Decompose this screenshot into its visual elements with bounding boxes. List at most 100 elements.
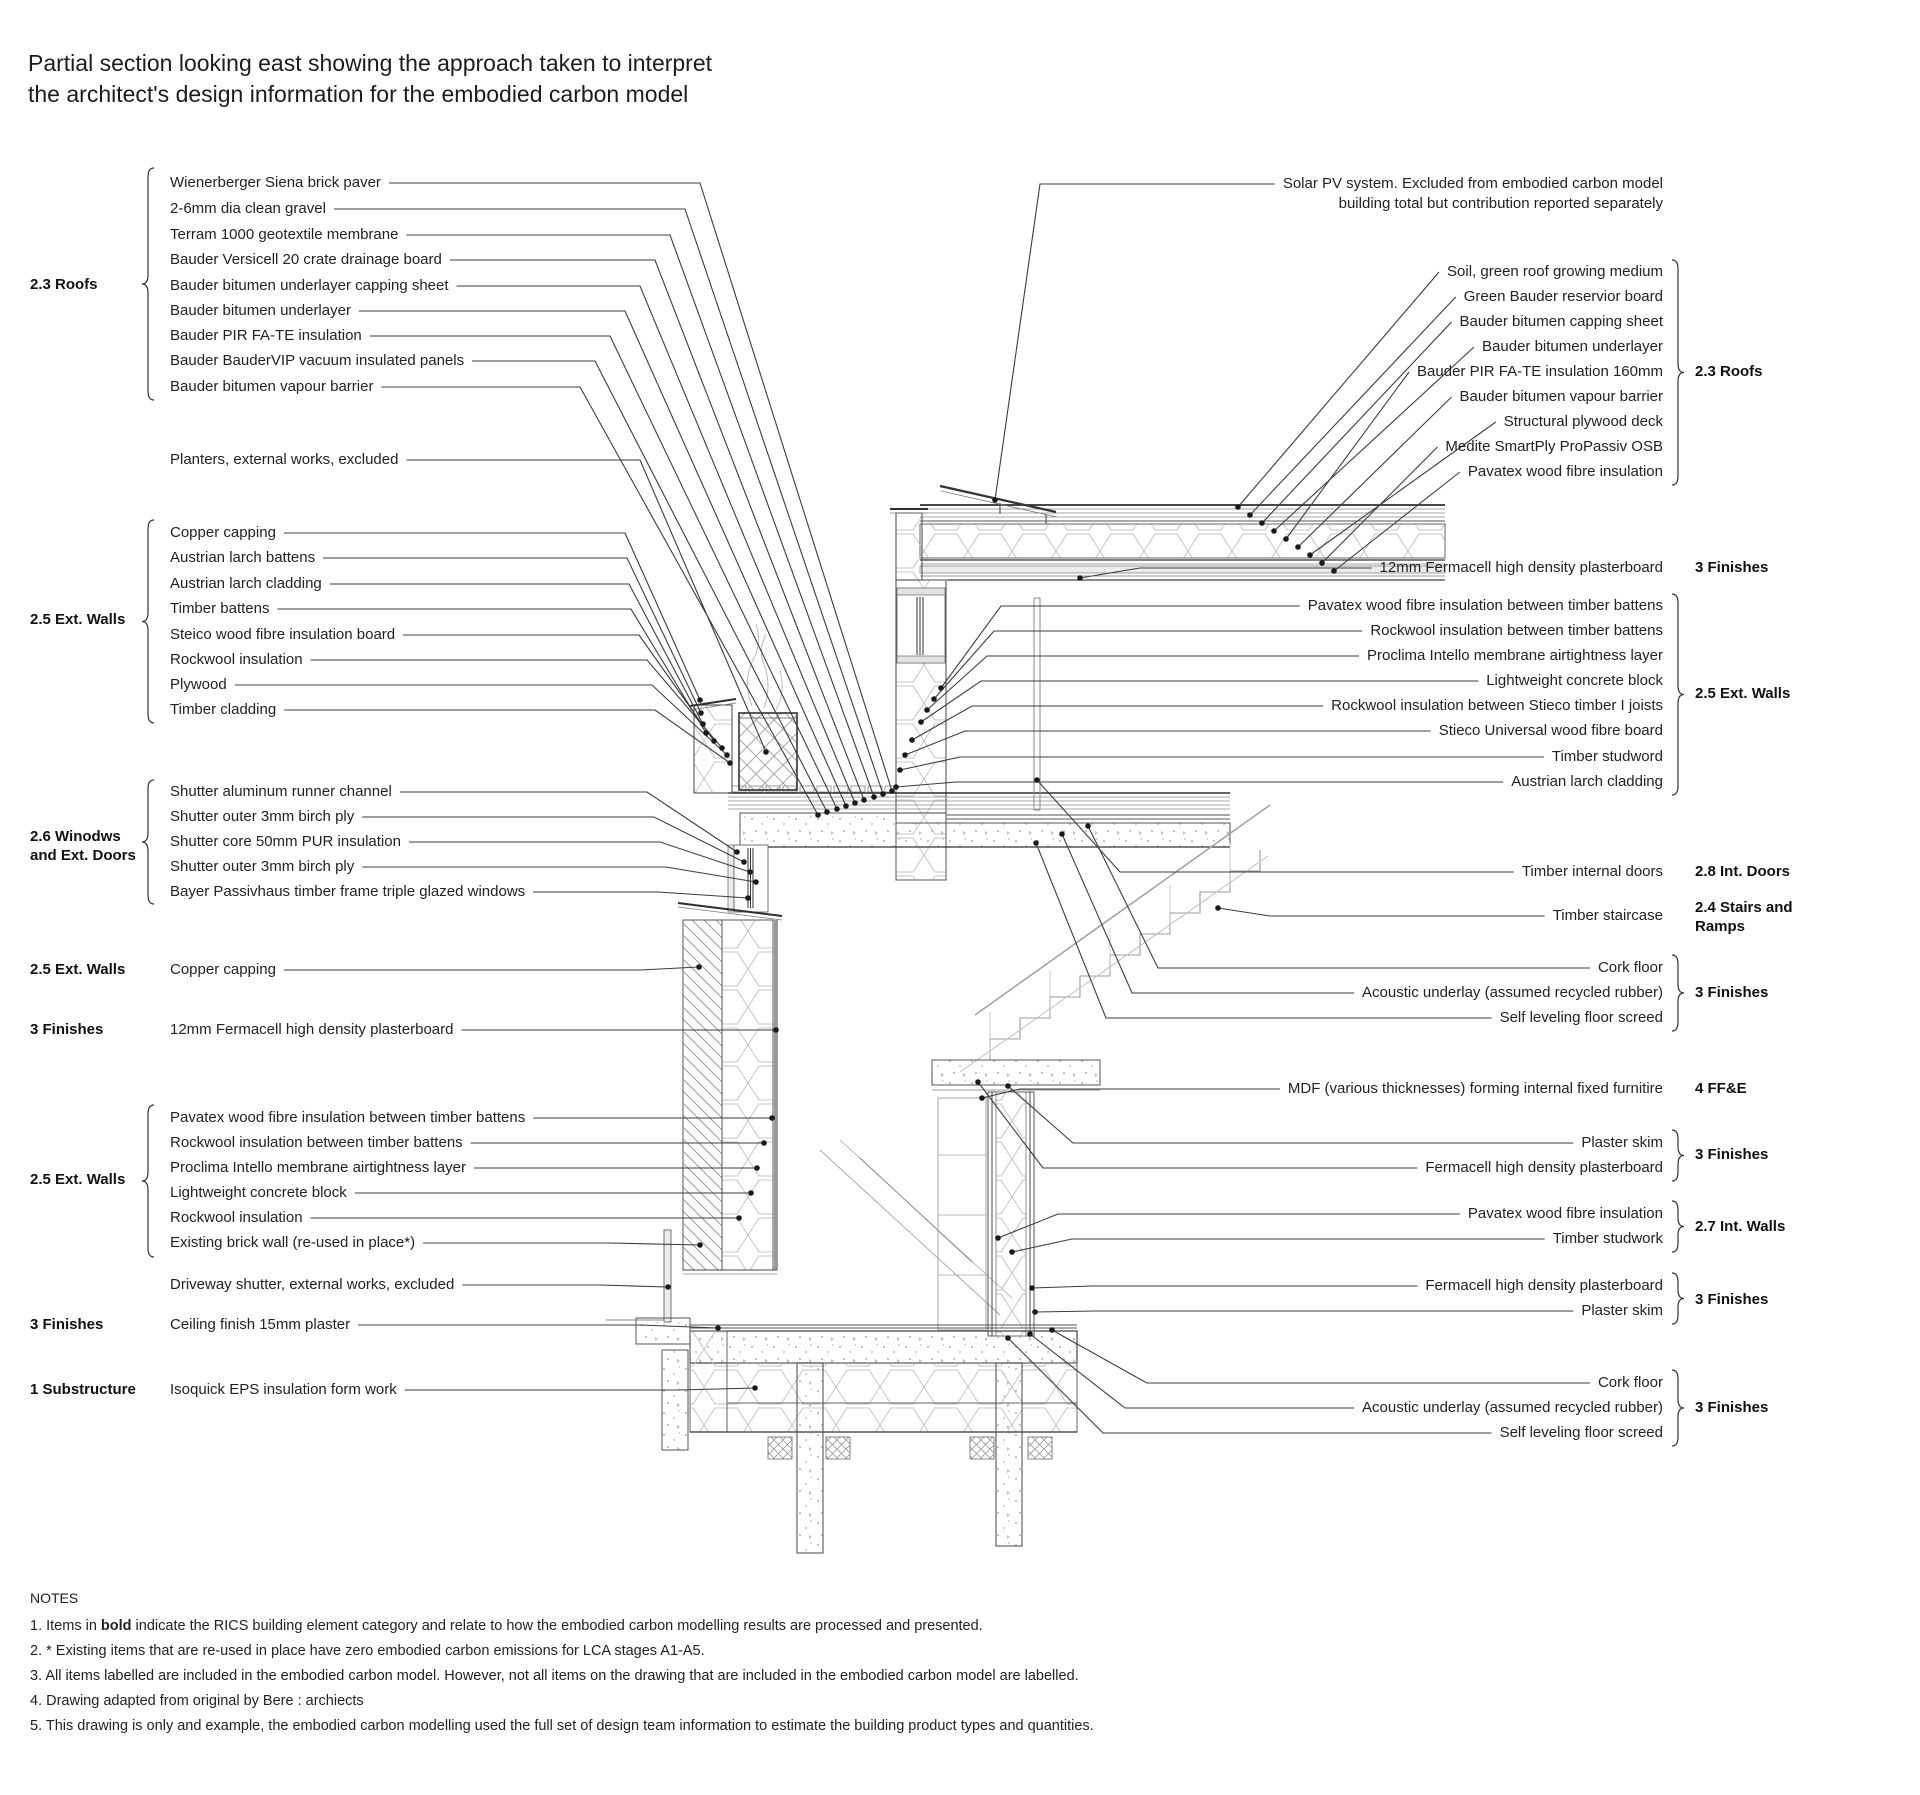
leader-dot [752,1385,758,1391]
leader-dot [979,1095,985,1101]
leader-dot [938,685,944,691]
leader-line [234,684,728,756]
leader-line [981,1088,1280,1099]
leader-dot [769,1115,775,1121]
lower-left-wall [677,902,783,1275]
category-bracket [141,519,155,724]
right-item-label: Timber studwork [1552,1230,1663,1247]
leader-line [1249,296,1457,516]
leader-dot [724,752,730,758]
leader-line [358,310,847,807]
right-item-label: 12mm Fermacell high density plasterboard [1379,559,1663,576]
clerestory-window [727,844,769,913]
right-item-label: Timber staircase [1552,907,1663,924]
leader-line [388,182,893,792]
title-line-2: the architect's design information for t… [28,81,689,107]
leader-line [1061,833,1355,994]
leader-line [403,634,715,742]
left-item-label: Lightweight concrete block [170,1184,347,1201]
leader-dot [1295,544,1301,550]
category-label: 3 Finishes [30,1316,104,1333]
leader-dot [748,1190,754,1196]
leader-dot [700,721,706,727]
interior-door [1033,597,1041,811]
leader-dot [834,806,840,812]
leader-line [1321,446,1438,564]
leader-dot [1034,777,1040,783]
left-item-label: Rockwool insulation between timber batte… [170,1134,463,1151]
category-bracket [141,779,155,905]
leader-line [899,756,1544,771]
leader-line [362,866,757,883]
leader-dot [1049,1327,1055,1333]
left-item-label: Bauder bitumen underlayer [170,302,351,319]
leader-dot [736,1215,742,1221]
left-item-label: Driveway shutter, external works, exclud… [170,1276,455,1293]
leader-line [1087,825,1590,969]
leader-dot [773,1027,779,1033]
leader-dot [665,1284,671,1290]
right-item-label: Medite SmartPly ProPassiv OSB [1445,438,1663,455]
right-item-label: Plaster skim [1581,1134,1663,1151]
left-item-label: Shutter outer 3mm birch ply [170,858,355,875]
title-line-1: Partial section looking east showing the… [28,50,713,76]
category-bracket [1671,259,1685,486]
leader-dot [711,738,717,744]
leader-dot [763,749,769,755]
left-item-label: Copper capping [170,524,276,541]
leader-dot [897,767,903,773]
leader-dot [1307,552,1313,558]
leader-dot [727,760,733,766]
leader-dot [1271,528,1277,534]
left-item-label: Bauder bitumen vapour barrier [170,378,374,395]
leader-line [333,208,884,795]
leader-dot [1085,823,1091,829]
left-item-label: Copper capping [170,961,276,978]
leader-dot [719,745,725,751]
leader-line [406,459,767,753]
leader-line [449,259,865,801]
category-label: 3 Finishes [1695,559,1769,576]
left-item-label: Bauder bitumen underlayer capping sheet [170,277,449,294]
leader-dot [871,794,877,800]
category-bracket [141,167,155,401]
right-item-label: Fermacell high density plasterboard [1425,1277,1663,1294]
right-item-label: Green Bauder reservior board [1463,288,1663,305]
category-label: 3 Finishes [1695,1291,1769,1308]
leader-dot [1077,575,1083,581]
leader-line [284,709,731,764]
right-item-label: Pavatex wood fibre insulation [1467,463,1663,480]
leader-line [408,841,751,873]
category-label: 2.4 Stairs and Ramps [1695,899,1793,935]
left-item-label: Austrian larch cladding [170,575,322,592]
leader-line [423,1242,701,1246]
right-item-label: Pavatex wood fibre insulation [1467,1205,1663,1222]
category-label: 3 Finishes [30,1021,104,1038]
leader-line [1029,1333,1355,1409]
note-line: 4. Drawing adapted from original by Bere… [30,1693,364,1709]
right-item-label: Bauder bitumen vapour barrier [1459,388,1663,405]
category-label: 2.7 Int. Walls [1695,1218,1786,1235]
category-bracket [1671,954,1685,1032]
leader-dot [1215,905,1221,911]
leader-line [1034,1310,1574,1313]
category-label: 1 Substructure [30,1381,136,1398]
category-label: 4 FF&E [1695,1080,1747,1097]
leader-dot [824,809,830,815]
right-item-label: Bauder bitumen capping sheet [1459,313,1663,330]
category-label: 2.5 Ext. Walls [30,961,126,978]
leader-dot [889,788,895,794]
leader-line [1237,271,1440,508]
leader-line [1309,421,1497,556]
leader-dot [1005,1083,1011,1089]
right-item-label: Self leveling floor screed [1499,1424,1663,1441]
leader-line [926,655,1360,711]
leader-dot [703,730,709,736]
leader-line [456,285,856,804]
category-bracket [1671,1272,1685,1325]
right-item-label: Solar PV system. Excluded from embodied … [1282,175,1663,212]
leader-line [533,891,749,899]
leader-line [895,781,1504,788]
right-item-label: Austrian larch cladding [1511,773,1663,790]
left-item-label: Timber battens [170,600,270,617]
